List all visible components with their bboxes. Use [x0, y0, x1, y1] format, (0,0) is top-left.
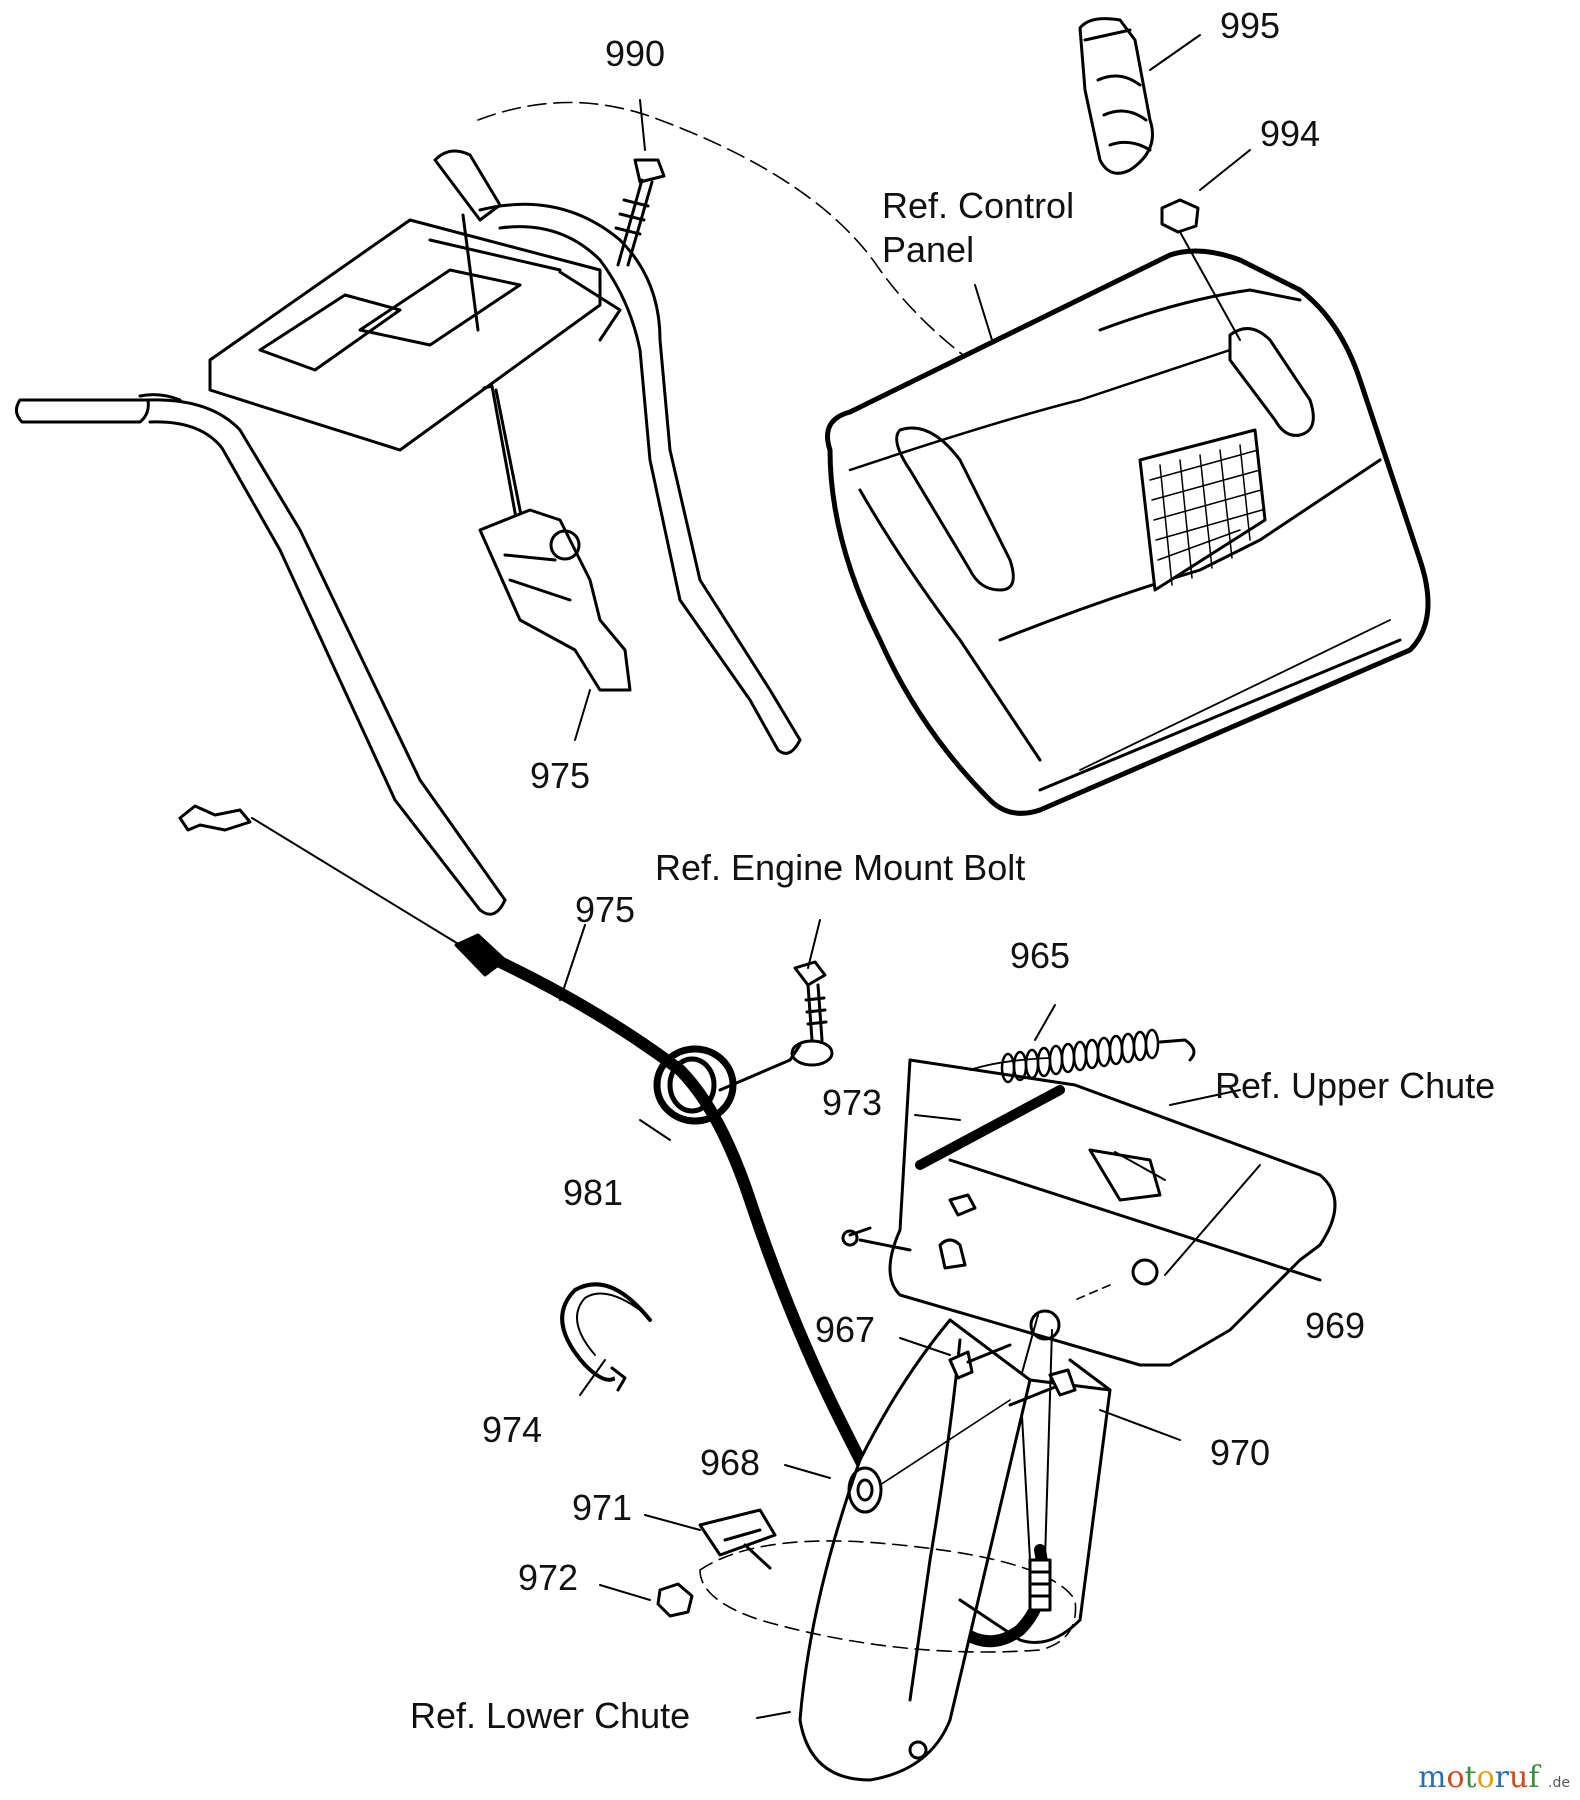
label-ref-control-panel-line1: Ref. Control [882, 185, 1074, 226]
label-ref-engine-mount-bolt: Ref. Engine Mount Bolt [655, 847, 1025, 888]
watermark-brand: motoruf [1418, 1760, 1541, 1795]
label-967: 967 [815, 1309, 875, 1350]
snap-ring-974 [560, 1282, 652, 1392]
label-ref-upper-chute: Ref. Upper Chute [1215, 1065, 1495, 1106]
label-994: 994 [1260, 113, 1320, 154]
label-968: 968 [700, 1442, 760, 1483]
label-971: 971 [572, 1487, 632, 1528]
watermark-logo: motoruf .de [1418, 1760, 1570, 1795]
label-995: 995 [1220, 5, 1280, 46]
nut-994 [1160, 198, 1241, 341]
label-973: 973 [822, 1082, 882, 1123]
leader-lines [559, 34, 1261, 1719]
label-972: 972 [518, 1557, 578, 1598]
part-number-labels: 990 995 994 975 975 965 973 981 967 969 … [482, 5, 1365, 1598]
handle-assembly [15, 101, 1121, 916]
control-panel-body [825, 248, 1431, 816]
knob-995 [1078, 17, 1154, 175]
label-ref-lower-chute: Ref. Lower Chute [410, 1695, 690, 1736]
upper-chute [858, 1028, 1337, 1561]
clip-971 [698, 1508, 777, 1570]
label-975-cable: 975 [575, 889, 635, 930]
label-970: 970 [1210, 1432, 1270, 1473]
reference-labels: Ref. Control Panel Ref. Engine Mount Bol… [410, 185, 1495, 1736]
label-975-handle: 975 [530, 755, 590, 796]
label-ref-control-panel-line2: Panel [882, 229, 974, 270]
label-969: 969 [1305, 1305, 1365, 1346]
label-965: 965 [1010, 935, 1070, 976]
label-990: 990 [605, 33, 665, 74]
lower-chute [699, 1318, 1112, 1782]
watermark-suffix: .de [1548, 1775, 1570, 1791]
label-981: 981 [563, 1172, 623, 1213]
shift-cable-975 [178, 804, 1049, 1648]
nut-972 [656, 1582, 694, 1618]
label-974: 974 [482, 1409, 542, 1450]
